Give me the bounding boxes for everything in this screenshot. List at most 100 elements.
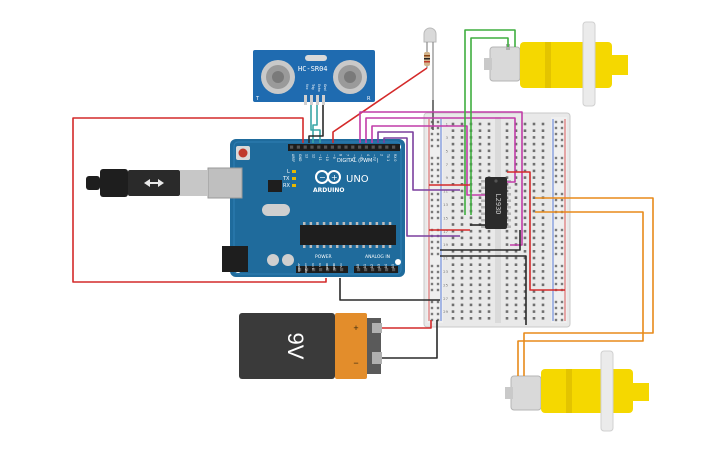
breadboard-hole[interactable] — [532, 317, 536, 320]
breadboard-hole[interactable] — [487, 136, 491, 139]
rail-hole[interactable] — [554, 198, 558, 202]
breadboard-hole[interactable] — [514, 236, 518, 240]
header-hole[interactable] — [364, 145, 368, 149]
header-hole[interactable] — [385, 268, 389, 272]
breadboard-hole[interactable] — [460, 310, 464, 313]
breadboard-hole[interactable] — [532, 189, 536, 193]
breadboard-hole[interactable] — [523, 263, 527, 266]
rail-hole[interactable] — [554, 162, 558, 166]
rail-hole[interactable] — [436, 204, 440, 208]
header-hole[interactable] — [371, 145, 375, 149]
header-hole[interactable] — [312, 268, 316, 272]
rail-hole[interactable] — [430, 168, 434, 172]
breadboard-hole[interactable] — [541, 229, 545, 233]
breadboard-hole[interactable] — [451, 142, 455, 146]
header-hole[interactable] — [337, 145, 341, 149]
breadboard-hole[interactable] — [505, 303, 509, 307]
breadboard-hole[interactable] — [523, 296, 527, 300]
rail-hole[interactable] — [560, 132, 564, 136]
breadboard-hole[interactable] — [523, 169, 527, 173]
breadboard-hole[interactable] — [514, 189, 518, 193]
breadboard-hole[interactable] — [451, 169, 455, 173]
breadboard-hole[interactable] — [514, 250, 518, 253]
breadboard-hole[interactable] — [460, 169, 464, 173]
breadboard-hole[interactable] — [460, 276, 464, 280]
breadboard-hole[interactable] — [469, 310, 473, 313]
rail-hole[interactable] — [554, 246, 558, 250]
breadboard-hole[interactable] — [460, 176, 464, 179]
breadboard-hole[interactable] — [478, 169, 482, 173]
header-hole[interactable] — [326, 268, 330, 272]
rail-hole[interactable] — [554, 318, 558, 322]
breadboard-hole[interactable] — [478, 183, 482, 186]
rail-hole[interactable] — [430, 252, 434, 256]
rail-hole[interactable] — [436, 288, 440, 292]
rail-hole[interactable] — [560, 126, 564, 130]
breadboard-hole[interactable] — [532, 223, 536, 226]
header-hole[interactable] — [298, 268, 302, 272]
rail-hole[interactable] — [560, 192, 564, 196]
battery-9v[interactable]: 9V + − — [239, 313, 382, 379]
rail-hole[interactable] — [430, 210, 434, 214]
breadboard-hole[interactable] — [469, 236, 473, 240]
breadboard-hole[interactable] — [460, 162, 464, 166]
breadboard-hole[interactable] — [514, 162, 518, 166]
breadboard-hole[interactable] — [514, 129, 518, 132]
breadboard-hole[interactable] — [532, 229, 536, 233]
breadboard-hole[interactable] — [460, 209, 464, 213]
breadboard-hole[interactable] — [478, 162, 482, 166]
rail-hole[interactable] — [436, 174, 440, 178]
breadboard-hole[interactable] — [523, 310, 527, 313]
rail-hole[interactable] — [554, 174, 558, 178]
rail-hole[interactable] — [436, 312, 440, 316]
rail-hole[interactable] — [560, 300, 564, 304]
breadboard-hole[interactable] — [541, 283, 545, 287]
breadboard-hole[interactable] — [514, 229, 518, 233]
header-hole[interactable] — [378, 268, 382, 272]
breadboard-hole[interactable] — [487, 296, 491, 300]
breadboard-hole[interactable] — [532, 196, 536, 199]
breadboard-hole[interactable] — [541, 169, 545, 173]
rail-hole[interactable] — [554, 132, 558, 136]
rail-hole[interactable] — [554, 264, 558, 268]
breadboard-hole[interactable] — [451, 317, 455, 320]
breadboard-hole[interactable] — [469, 283, 473, 287]
breadboard-hole[interactable] — [505, 122, 509, 126]
header-hole[interactable] — [351, 145, 355, 149]
header-hole[interactable] — [392, 268, 396, 272]
breadboard-hole[interactable] — [487, 169, 491, 173]
rail-hole[interactable] — [560, 138, 564, 142]
breadboard-hole[interactable] — [478, 196, 482, 199]
breadboard-hole[interactable] — [541, 243, 545, 246]
breadboard-hole[interactable] — [487, 142, 491, 146]
breadboard-hole[interactable] — [451, 290, 455, 293]
breadboard-hole[interactable] — [523, 303, 527, 307]
breadboard-hole[interactable] — [532, 296, 536, 300]
breadboard-hole[interactable] — [451, 229, 455, 233]
rail-hole[interactable] — [560, 198, 564, 202]
rail-hole[interactable] — [430, 276, 434, 280]
breadboard-hole[interactable] — [505, 229, 509, 233]
breadboard-hole[interactable] — [505, 129, 509, 132]
breadboard-hole[interactable] — [460, 129, 464, 132]
breadboard-hole[interactable] — [541, 236, 545, 240]
rail-hole[interactable] — [436, 132, 440, 136]
rail-hole[interactable] — [436, 168, 440, 172]
arduino-uno-board[interactable]: L TX RX − + ARDUINO UNO DIGITAL (PWM~) P… — [207, 139, 405, 277]
rail-hole[interactable] — [430, 318, 434, 322]
rail-hole[interactable] — [436, 162, 440, 166]
rail-hole[interactable] — [436, 192, 440, 196]
breadboard-hole[interactable] — [523, 162, 527, 166]
breadboard-hole[interactable] — [487, 317, 491, 320]
rail-hole[interactable] — [554, 270, 558, 274]
breadboard-hole[interactable] — [523, 243, 527, 246]
breadboard-hole[interactable] — [460, 283, 464, 287]
rail-hole[interactable] — [554, 168, 558, 172]
breadboard-hole[interactable] — [532, 176, 536, 179]
rail-hole[interactable] — [436, 240, 440, 244]
breadboard-hole[interactable] — [541, 149, 545, 153]
breadboard-hole[interactable] — [523, 283, 527, 287]
breadboard-hole[interactable] — [532, 149, 536, 153]
rail-hole[interactable] — [554, 120, 558, 124]
rail-hole[interactable] — [430, 138, 434, 142]
